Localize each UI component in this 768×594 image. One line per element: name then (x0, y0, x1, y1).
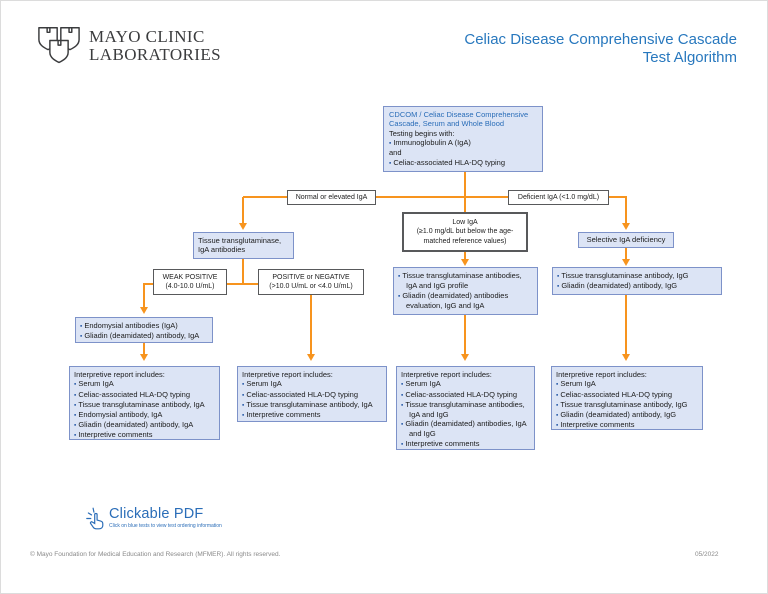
label-text: Deficient IgA (<1.0 mg/dL) (517, 193, 600, 201)
report-box-1: Interpretive report includes: Serum IgA … (69, 366, 220, 440)
arrow-down-icon (140, 307, 148, 314)
start-box-link[interactable]: CDCOM / Celiac Disease Comprehensive Cas… (389, 110, 529, 129)
mayo-logo: MAYO CLINIC LABORATORIES (38, 26, 221, 66)
label-text: POSITIVE or NEGATIVE (272, 273, 350, 281)
deficient-iga-label: Deficient IgA (<1.0 mg/dL) (508, 190, 609, 205)
logo-text: MAYO CLINIC LABORATORIES (89, 26, 222, 65)
list-item: Celiac-associated HLA-DQ typing (401, 390, 530, 400)
low-iga-label: Low IgA (≥1.0 mg/dL but below the age-ma… (402, 212, 528, 252)
right-tests-box: Tissue transglutaminase antibody, IgG Gl… (552, 267, 722, 295)
list-item: Endomysial antibodies (IgA) (80, 321, 208, 331)
label-text: (>10.0 U/mL or <4.0 U/mL) (269, 283, 353, 290)
logo-line2: LABORATORIES (89, 45, 222, 64)
start-box: CDCOM / Celiac Disease Comprehensive Cas… (383, 106, 543, 172)
clickable-pdf-label: Clickable PDF (109, 506, 204, 522)
arrow-down-icon (140, 354, 148, 361)
connector-line (143, 342, 145, 354)
list-item: Tissue transglutaminase antibody, IgA (242, 400, 382, 410)
list-item: Gliadin (deamidated) antibody, IgG (557, 281, 717, 291)
box-text: Tissue transglutaminase, IgA antibodies (198, 236, 282, 255)
list-item: Serum IgA (74, 379, 215, 389)
weak-positive-label: WEAK POSITIVE (4.0-10.0 U/mL) (153, 269, 227, 295)
list-item: Celiac-associated HLA-DQ typing (242, 390, 382, 400)
title-line2: Test Algorithm (642, 49, 737, 67)
arrow-down-icon (239, 223, 247, 230)
report-heading: Interpretive report includes: (74, 370, 165, 379)
connector-line (464, 252, 466, 259)
list-item: Interpretive comments (556, 420, 698, 430)
list-item: Gliadin (deamidated) antibody, IgA (80, 331, 208, 341)
connector-line (464, 315, 466, 354)
label-text: (4.0-10.0 U/mL) (165, 283, 215, 290)
report-heading: Interpretive report includes: (242, 370, 333, 379)
connector-line (242, 258, 244, 284)
arrow-down-icon (622, 259, 630, 266)
mayo-shields-icon (38, 27, 80, 64)
list-item: Tissue transglutaminase antibodies, IgA … (398, 271, 533, 291)
list-item: Interpretive comments (74, 430, 215, 440)
connector-line (242, 197, 244, 223)
page-title: Celiac Disease Comprehensive Cascade Tes… (464, 31, 737, 68)
list-item: Gliadin (deamidated) antibodies, IgA and… (401, 419, 530, 439)
list-item: Immunoglobulin A (IgA) (389, 138, 537, 148)
connector-line (625, 197, 627, 223)
endomysial-box: Endomysial antibodies (IgA) Gliadin (dea… (75, 317, 213, 343)
list-item: Serum IgA (401, 379, 530, 389)
click-hand-icon (86, 507, 104, 530)
connector-line (143, 283, 312, 285)
label-text: (≥1.0 mg/dL but below the age-matched re… (416, 228, 514, 245)
positive-negative-label: POSITIVE or NEGATIVE (>10.0 U/mL or <4.0… (258, 269, 364, 295)
list-item: Gliadin (deamidated) antibody, IgA (74, 420, 215, 430)
list-item: Gliadin (deamidated) antibodies evaluati… (398, 291, 533, 311)
list-item: Interpretive comments (401, 439, 530, 449)
report-box-4: Interpretive report includes: Serum IgA … (551, 366, 703, 430)
connector-line (464, 172, 466, 212)
start-intro: Testing begins with: (389, 128, 455, 138)
list-item: Tissue transglutaminase antibody, IgA (74, 400, 215, 410)
list-item: Tissue transglutaminase antibody, IgG (557, 271, 717, 281)
list-item: Endomysial antibody, IgA (74, 410, 215, 420)
connector-line (143, 283, 145, 307)
report-box-3: Interpretive report includes: Serum IgA … (396, 366, 535, 450)
arrow-down-icon (622, 354, 630, 361)
list-item: Serum IgA (242, 379, 382, 389)
connector-line (625, 295, 627, 354)
label-text: WEAK POSITIVE (162, 273, 218, 281)
list-item: Interpretive comments (242, 410, 382, 420)
list-item: Serum IgA (556, 379, 698, 389)
arrow-down-icon (461, 259, 469, 266)
selective-iga-deficiency-box: Selective IgA deficiency (578, 232, 674, 248)
connector-line (625, 248, 627, 259)
report-heading: Interpretive report includes: (556, 370, 647, 379)
label-text: Normal or elevated IgA (295, 193, 368, 201)
list-item: Celiac-associated HLA-DQ typing (74, 390, 215, 400)
mid-tests-box: Tissue transglutaminase antibodies, IgA … (393, 267, 538, 315)
clickable-pdf: Clickable PDF Click on blue tests to vie… (86, 506, 222, 531)
label-text: Low IgA (452, 219, 478, 227)
list-item: Tissue transglutaminase antibodies, IgA … (401, 400, 530, 420)
tissue-transglutaminase-iga-box: Tissue transglutaminase, IgA antibodies (193, 232, 294, 259)
footer-date: 05/2022 (695, 551, 719, 558)
report-box-2: Interpretive report includes: Serum IgA … (237, 366, 387, 422)
start-and: and (389, 148, 402, 158)
arrow-down-icon (461, 354, 469, 361)
footer-copyright: © Mayo Foundation for Medical Education … (30, 551, 281, 558)
connector-line (243, 196, 627, 198)
connector-line (310, 285, 312, 354)
logo-line1: MAYO CLINIC (89, 26, 205, 46)
list-item: Celiac-associated HLA-DQ typing (389, 158, 537, 168)
box-text: Selective IgA deficiency (586, 235, 666, 244)
title-line1: Celiac Disease Comprehensive Cascade (464, 31, 737, 48)
list-item: Gliadin (deamidated) antibody, IgG (556, 410, 698, 420)
normal-iga-label: Normal or elevated IgA (287, 190, 376, 205)
arrow-down-icon (307, 354, 315, 361)
arrow-down-icon (622, 223, 630, 230)
list-item: Tissue transglutaminase antibody, IgG (556, 400, 698, 410)
clickable-pdf-subtext: Click on blue tests to view test orderin… (109, 523, 222, 529)
report-heading: Interpretive report includes: (401, 370, 492, 379)
list-item: Celiac-associated HLA-DQ typing (556, 390, 698, 400)
